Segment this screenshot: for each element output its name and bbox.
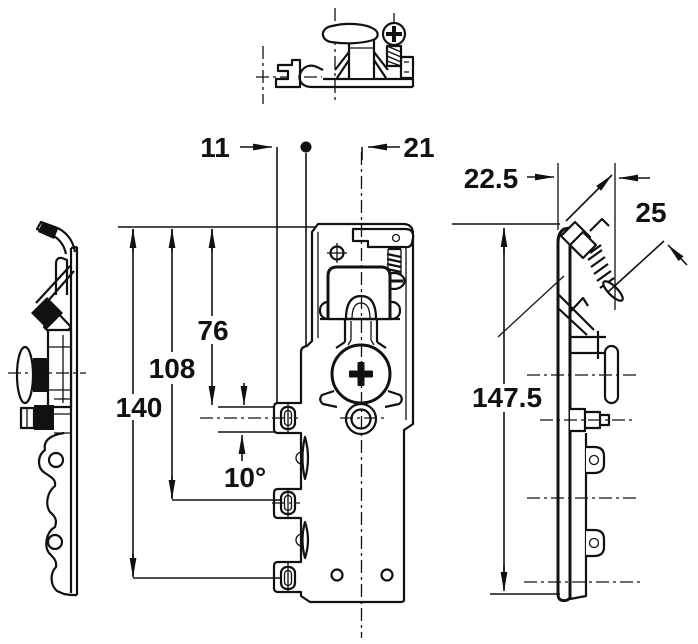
dim-label-22.5: 22.5 xyxy=(464,163,519,194)
right-side-view xyxy=(497,163,642,603)
dim-label-108: 108 xyxy=(149,353,196,384)
right-view-plate xyxy=(556,226,572,603)
top-view-lever xyxy=(321,22,379,45)
left-view-wedge xyxy=(31,297,63,329)
front-view-hook-plate xyxy=(351,227,415,249)
left-view-hole-2 xyxy=(46,533,64,551)
dim-label-140: 140 xyxy=(116,392,163,423)
left-view-hole-1 xyxy=(47,451,65,469)
front-view-hole-right xyxy=(380,568,394,582)
dim-label-11: 11 xyxy=(200,132,230,163)
dimension-annotations: 11 21 76 108 140 10° 22.5 25 147.5 xyxy=(116,132,688,595)
top-view xyxy=(256,8,415,104)
dim-label-25: 25 xyxy=(635,197,666,228)
dim-label-10deg: 10° xyxy=(224,462,266,493)
front-view-spring xyxy=(386,247,402,274)
reference-dot xyxy=(300,141,312,153)
top-view-foot xyxy=(274,58,302,89)
dim-label-76: 76 xyxy=(197,315,228,346)
front-view-hole-left xyxy=(330,568,344,582)
right-view-spring xyxy=(587,244,615,289)
dim-label-21: 21 xyxy=(403,132,434,163)
dim-label-147.5: 147.5 xyxy=(472,382,542,413)
front-view xyxy=(200,152,415,638)
left-view-scallop-profile xyxy=(37,431,72,597)
left-view-washer xyxy=(15,345,35,405)
left-view-hook xyxy=(35,220,77,255)
left-side-view xyxy=(8,220,86,597)
